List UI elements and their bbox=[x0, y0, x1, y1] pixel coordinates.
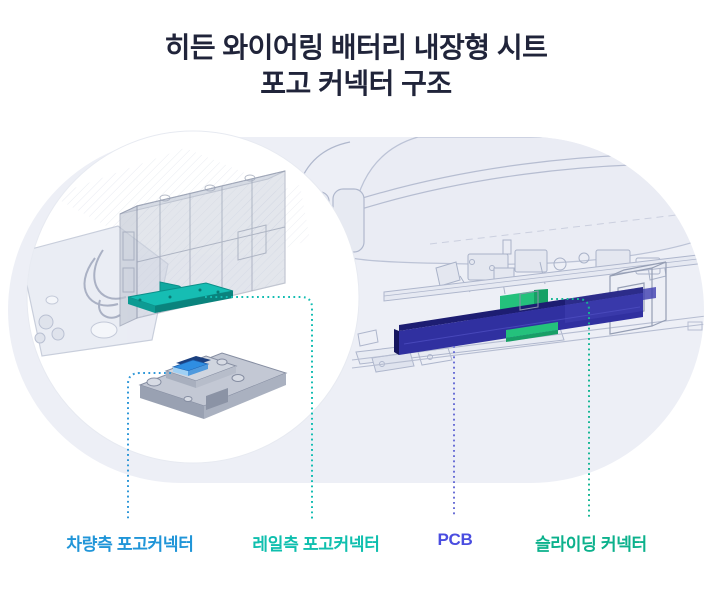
pcb-highlight bbox=[399, 293, 643, 355]
sliding-connector-bottom bbox=[506, 322, 558, 338]
label-vehicle-pogo-connector: 차량측 포고커넥터 bbox=[66, 535, 194, 554]
title-line-2: 포고 커넥터 구조 bbox=[260, 68, 452, 99]
label-sliding-connector: 슬라이딩 커넥터 bbox=[535, 535, 647, 554]
title-line-1: 히든 와이어링 배터리 내장형 시트 bbox=[164, 32, 548, 63]
label-pcb: PCB bbox=[437, 530, 473, 549]
pcb-assembly bbox=[394, 287, 656, 355]
leader-rail-pogo bbox=[205, 296, 313, 519]
vehicle-pogo-block bbox=[138, 352, 288, 419]
pcb-top-edge bbox=[399, 287, 643, 331]
wiring-harness bbox=[83, 249, 127, 319]
rail-housing-box bbox=[119, 170, 286, 327]
seat-cushion bbox=[350, 137, 704, 265]
rail-pogo-plate bbox=[127, 281, 234, 313]
leader-sliding bbox=[551, 298, 590, 517]
page-title: 히든 와이어링 배터리 내장형 시트 포고 커넥터 구조 bbox=[0, 30, 712, 102]
rail-pogo-connector-detail bbox=[27, 148, 310, 419]
leader-lines bbox=[127, 296, 590, 519]
label-rail-pogo-connector: 레일측 포고커넥터 bbox=[252, 535, 380, 554]
